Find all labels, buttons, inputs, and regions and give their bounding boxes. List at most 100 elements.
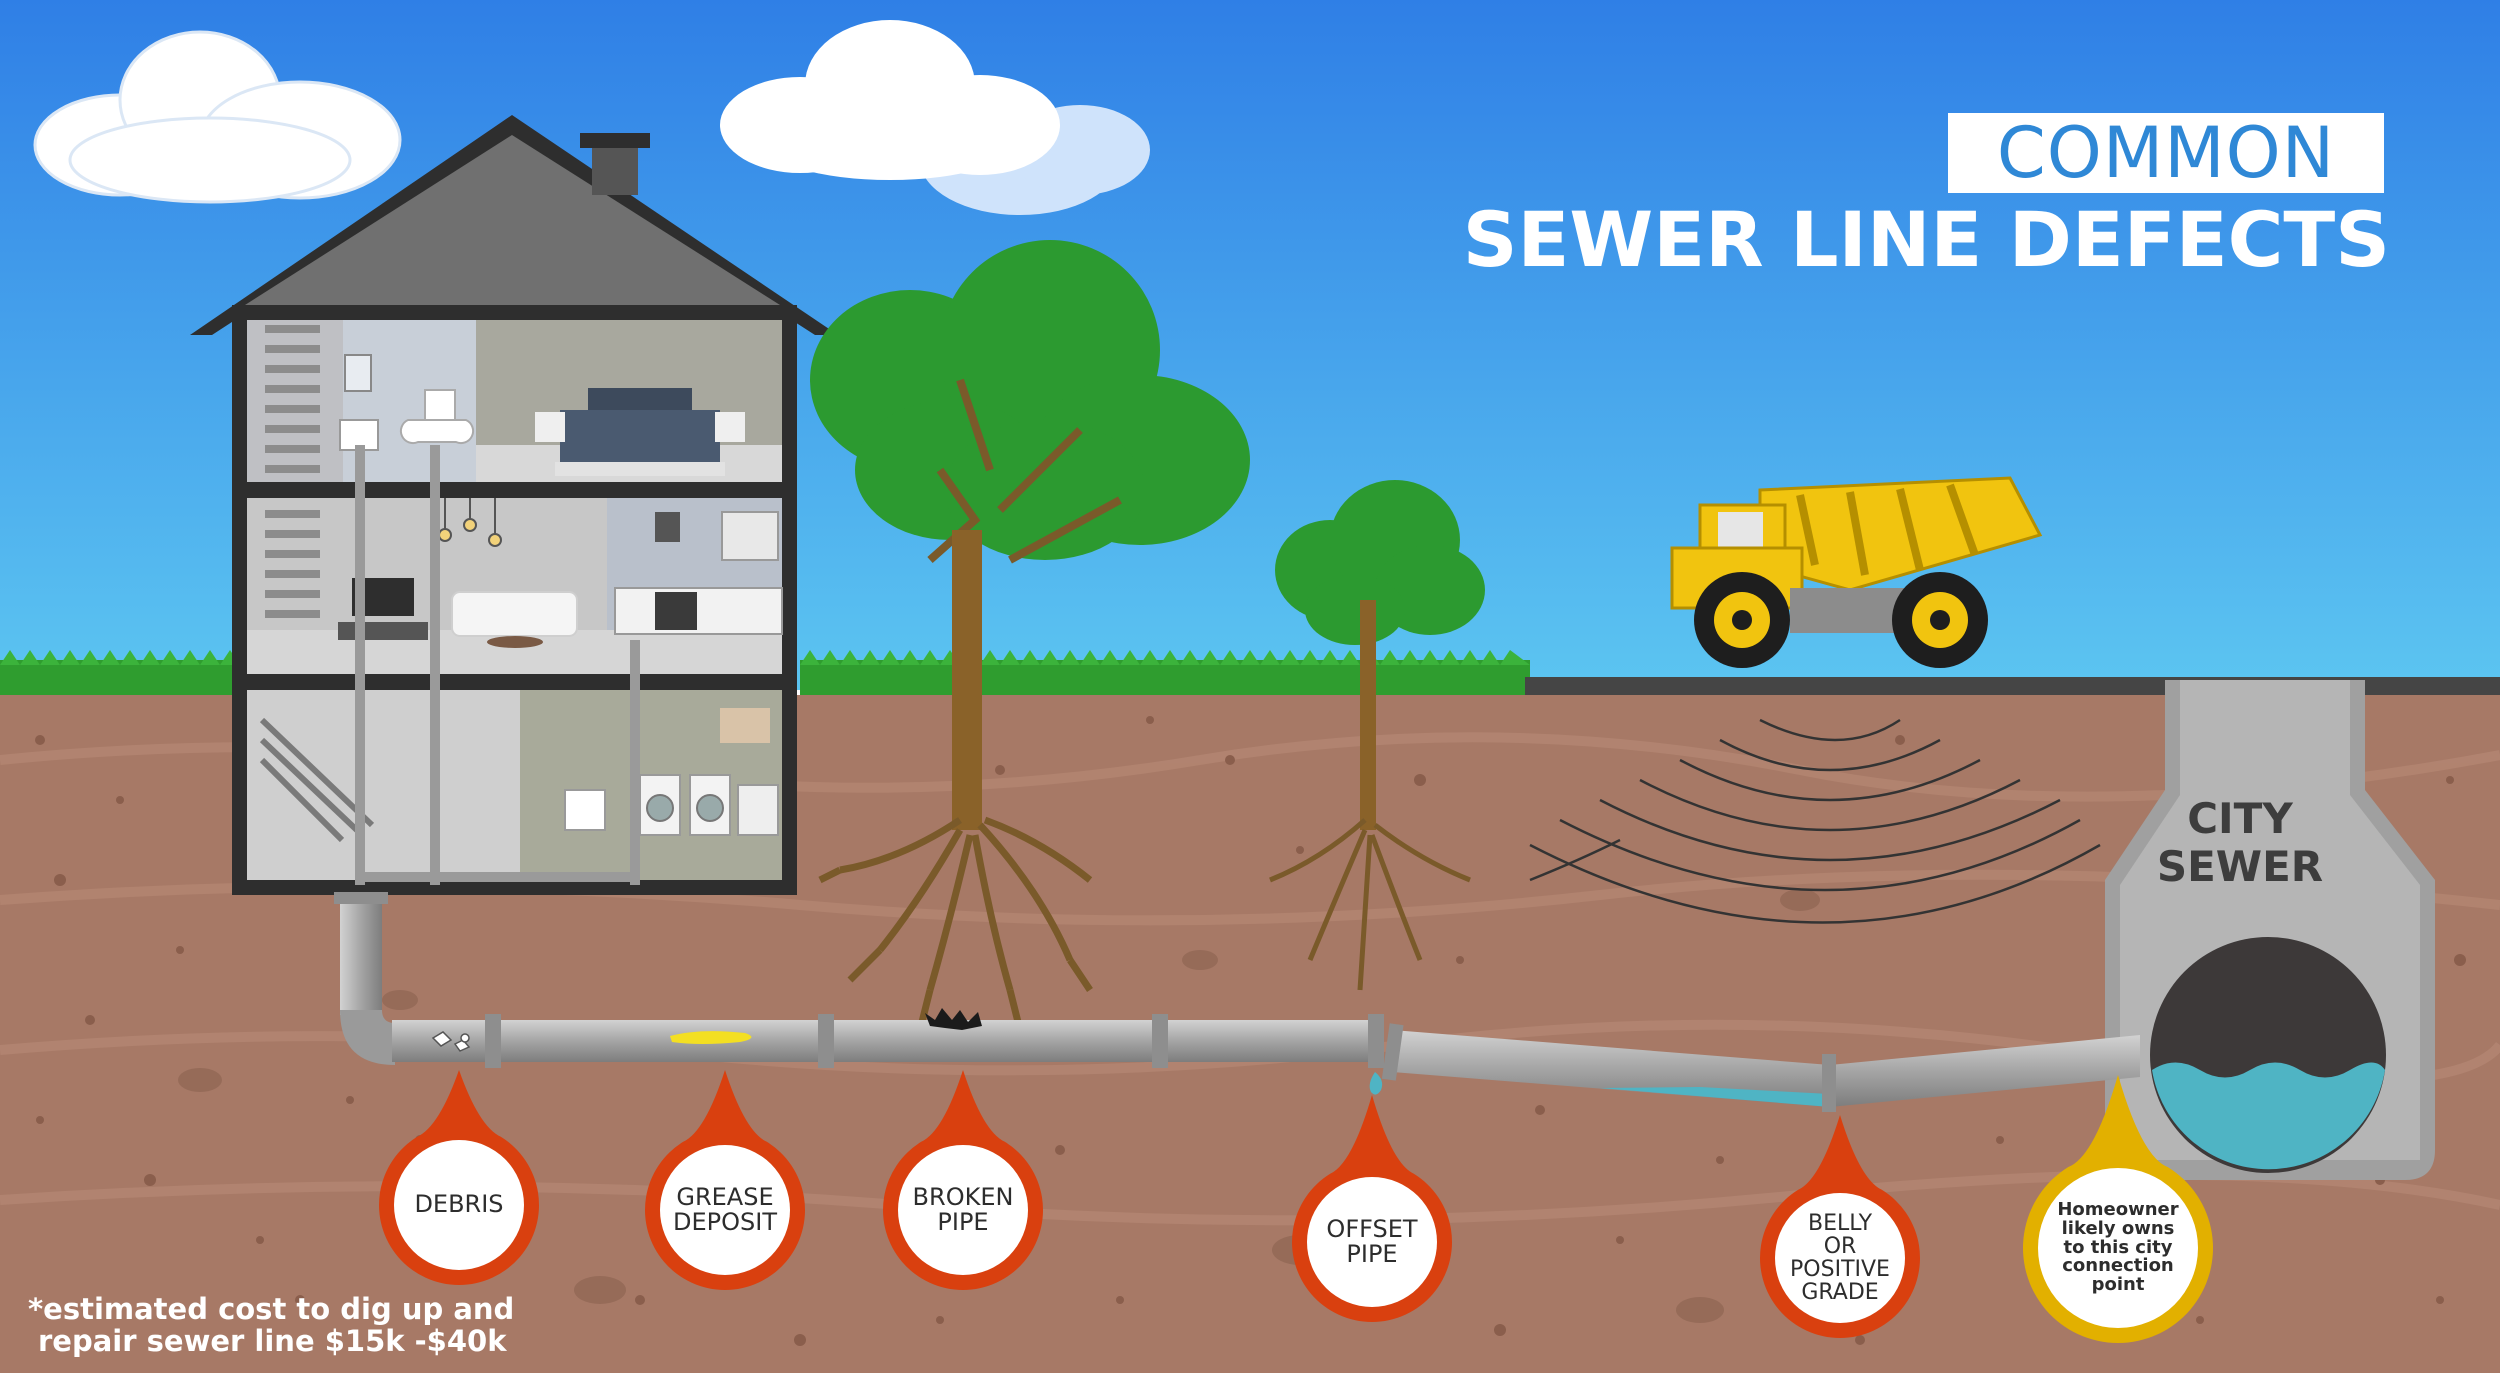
nightstand-right — [715, 412, 745, 442]
city-sewer-label: CITY SEWER — [2110, 794, 2370, 892]
truck-wheel-rear — [1892, 572, 1988, 668]
defect-markers — [379, 1070, 2214, 1344]
grass-blades — [0, 650, 1530, 665]
pipe-offset-joint — [1381, 1023, 1404, 1081]
defect-label-homeowner-line: likely owns — [2061, 1217, 2175, 1239]
room-top-stair — [247, 320, 343, 482]
tree-large — [810, 240, 1250, 1031]
defect-label-grease-line: DEPOSIT — [673, 1207, 777, 1236]
chimney — [592, 145, 638, 195]
droplet-broken — [882, 1070, 1043, 1290]
drain-stack-2 — [430, 445, 440, 885]
defect-label-belly-line: BELLY — [1807, 1210, 1873, 1236]
pipe-offset-segment — [1392, 1030, 1830, 1107]
cost-note-line2: repair sewer line $15k -$40k — [38, 1324, 507, 1359]
toilet — [399, 389, 475, 445]
drain-horizontal — [355, 872, 640, 882]
droplet-grease — [645, 1070, 806, 1290]
defect-label-homeowner-line: to this city — [2063, 1236, 2173, 1258]
laundry-cabinet — [737, 784, 779, 836]
vibration-waves — [1529, 718, 2101, 924]
pipe-joint-3 — [1152, 1014, 1168, 1068]
droplet-offset — [1292, 1095, 1453, 1323]
truck-window — [1718, 512, 1763, 547]
cost-note: *estimated cost to dig up and repair sew… — [28, 1293, 588, 1358]
floor-divider-1 — [247, 482, 782, 498]
room-basement-stair — [247, 690, 520, 880]
sofa — [451, 591, 578, 637]
pendant-lights — [438, 498, 502, 547]
defect-label-belly-line: POSITIVE — [1790, 1256, 1890, 1282]
city-sewer-label-line1: CITY — [2187, 794, 2293, 843]
defect-label-grease-line: GREASE — [676, 1182, 774, 1211]
droplet-belly — [1760, 1115, 1921, 1339]
defect-label-belly-line: GRADE — [1801, 1280, 1879, 1306]
stairs-top — [265, 325, 320, 473]
chimney-cap — [580, 133, 650, 148]
defect-label-broken-line: PIPE — [937, 1207, 989, 1236]
dump-truck — [1670, 476, 2043, 668]
city-sewer-structure — [2105, 680, 2435, 1180]
title-sewer-line-defects: SEWER LINE DEFECTS — [1462, 195, 2390, 284]
bathroom-mirror — [344, 354, 372, 392]
city-sewer-label-line2: SEWER — [2156, 842, 2324, 892]
defect-label-debris: DEBRIS — [394, 1192, 524, 1217]
sewer-line — [334, 892, 2140, 1112]
truck-wheel-front — [1694, 572, 1790, 668]
coffee-table — [487, 636, 543, 648]
belly-water — [1600, 1087, 1830, 1107]
washer-door — [646, 794, 674, 822]
stairs-mid — [265, 510, 320, 618]
pipe-joint-2 — [818, 1014, 834, 1068]
defect-label-homeowner-line: point — [2091, 1274, 2145, 1296]
pipe-joint-5 — [1822, 1054, 1836, 1112]
grass-left — [0, 660, 265, 700]
defect-label-belly-line: OR — [1823, 1233, 1857, 1259]
broken-pipe-crack — [925, 1008, 982, 1030]
tree-small — [1269, 480, 1485, 991]
defect-label-debris-line: DEBRIS — [414, 1190, 504, 1219]
dryer-door — [696, 794, 724, 822]
title-common: COMMON — [1996, 112, 2336, 194]
offset-leak — [1369, 1072, 1383, 1095]
kitchen-counter — [614, 587, 783, 635]
title-highlight-box — [1948, 113, 2384, 193]
pipe-joint-1 — [485, 1014, 501, 1068]
pipe-segment-1 — [392, 1020, 1382, 1062]
house-roof-fill — [245, 135, 780, 305]
utility-sink — [564, 789, 606, 831]
kitchen-cabinets-upper — [721, 511, 779, 561]
defect-label-homeowner-line: connection — [2062, 1255, 2174, 1277]
grease-deposit — [670, 1031, 752, 1044]
floor-divider-2 — [247, 674, 782, 690]
cost-note-line1: *estimated cost to dig up and — [28, 1292, 515, 1326]
droplet-homeowner — [2023, 1075, 2214, 1344]
defect-label-homeowner-line: Homeowner — [2057, 1198, 2179, 1220]
basement-stairs — [259, 717, 375, 843]
nightstand-left — [535, 412, 565, 442]
defect-label-offset-line: OFFSET — [1326, 1214, 1418, 1243]
laundry-shelf — [720, 708, 770, 743]
pipe-vertical-cap — [334, 892, 388, 904]
pipe-joint-4 — [1368, 1014, 1384, 1068]
house — [190, 115, 838, 895]
cloud-right — [720, 20, 1150, 215]
drain-stack-3 — [630, 640, 640, 885]
drain-stack-1 — [355, 445, 365, 885]
grass-middle — [800, 660, 1530, 700]
bed-frame — [555, 462, 725, 476]
oven — [655, 592, 697, 630]
bed — [560, 410, 720, 468]
defect-label-broken-line: BROKEN — [912, 1182, 1014, 1211]
debris-marks — [431, 1031, 471, 1052]
pipe-rising-segment — [1830, 1035, 2140, 1107]
tv-stand — [338, 622, 428, 640]
range-hood — [655, 512, 680, 542]
pipe-elbow — [340, 1010, 395, 1065]
cloud-left — [33, 30, 402, 204]
